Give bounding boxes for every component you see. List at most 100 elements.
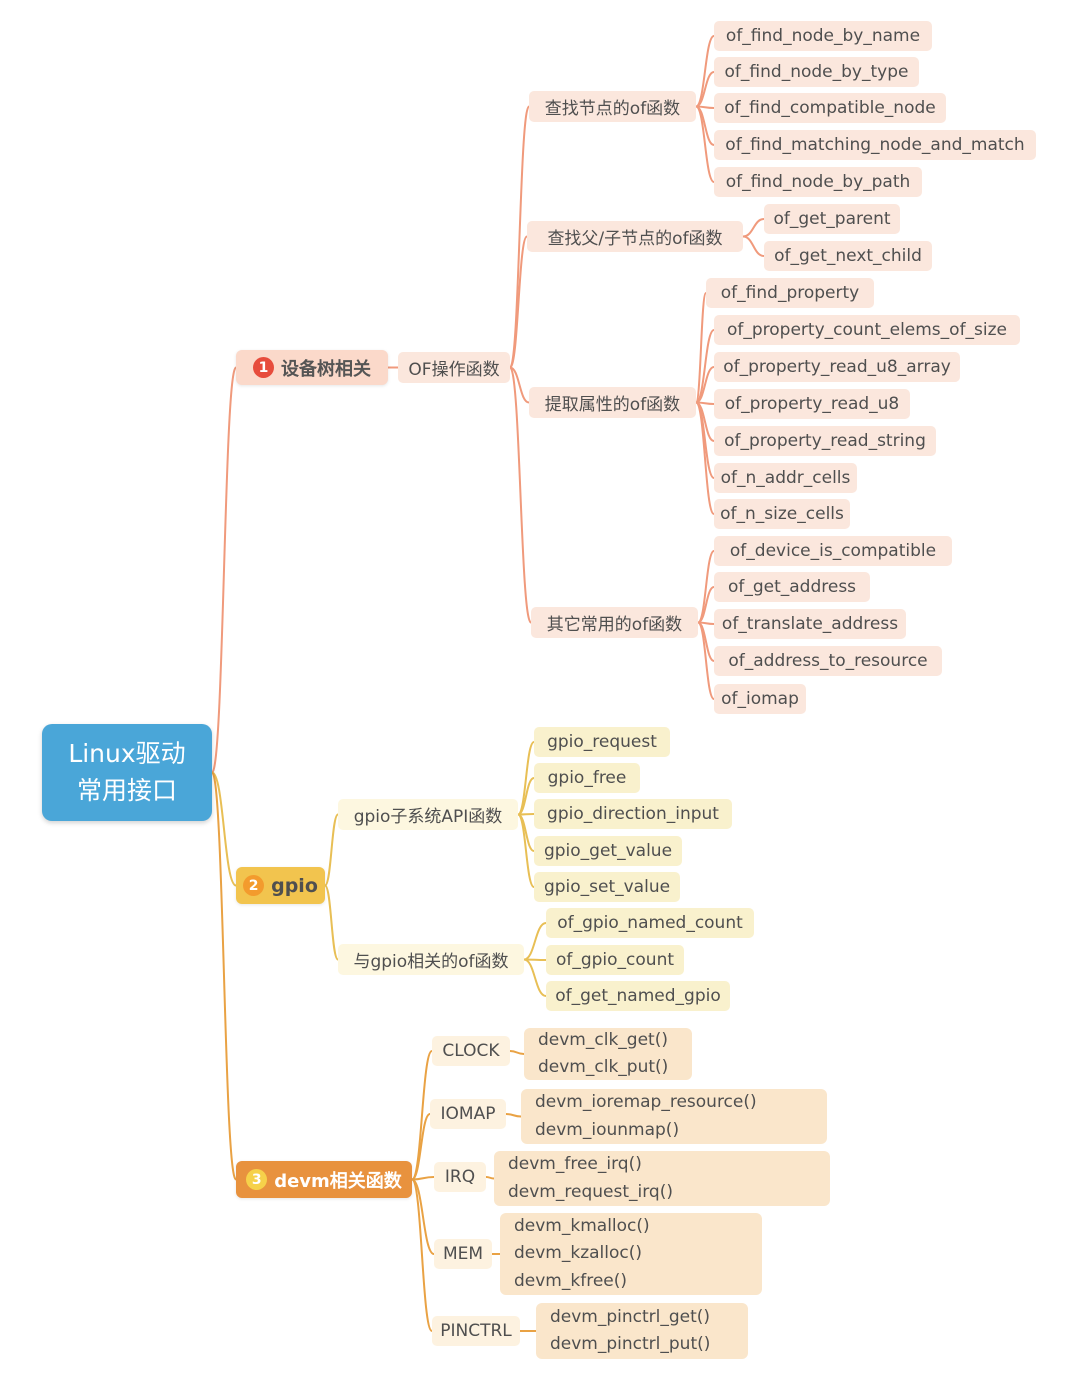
node-label: 与gpio相关的of函数	[353, 952, 509, 972]
edge-connector	[695, 71, 715, 108]
gpio-free[interactable]: gpio_free	[534, 763, 640, 793]
edge-connector	[523, 922, 547, 961]
node-label: of_find_compatible_node	[724, 98, 936, 118]
edge-connector	[695, 292, 707, 404]
of-get-named-gpio[interactable]: of_get_named_gpio	[546, 981, 730, 1011]
of-iomap[interactable]: of_iomap	[714, 684, 806, 714]
node-label: of_find_node_by_path	[725, 172, 911, 192]
node-label: IOMAP	[440, 1104, 496, 1124]
devm-iomap[interactable]: IOMAP	[430, 1099, 506, 1129]
gpio-subsystem-api[interactable]: gpio子系统API函数	[338, 799, 518, 830]
node-label-line: devm_kfree()	[514, 1270, 627, 1291]
of-property-count-elems-of-size[interactable]: of_property_count_elems_of_size	[714, 315, 1020, 345]
of-find-matching-node-and-match[interactable]: of_find_matching_node_and_match	[714, 130, 1036, 160]
node-label: OF操作函数	[408, 360, 500, 380]
node-label: gpio_get_value	[543, 841, 673, 861]
cat-other-common[interactable]: 其它常用的of函数	[531, 607, 698, 638]
node-label-line: 常用接口	[76, 775, 177, 805]
devm-irq[interactable]: IRQ	[434, 1162, 486, 1192]
gpio-get-value[interactable]: gpio_get_value	[534, 836, 682, 866]
edge-connector	[517, 777, 535, 816]
node-label: of_translate_address	[721, 614, 899, 634]
node-label-line: devm_clk_get()	[538, 1029, 668, 1050]
edge-connector	[517, 813, 535, 888]
of-n-size-cells[interactable]: of_n_size_cells	[714, 499, 850, 529]
devm-clock[interactable]: CLOCK	[432, 1036, 510, 1066]
branch-device-tree[interactable]: 1 设备树相关	[236, 350, 388, 385]
devm-clk-functions[interactable]: devm_clk_get() devm_clk_put()	[524, 1028, 692, 1080]
edge-connector	[509, 1050, 525, 1055]
edge-connector	[411, 1178, 435, 1255]
of-find-node-by-name[interactable]: of_find_node_by_name	[714, 21, 932, 51]
node-label: of_property_count_elems_of_size	[726, 320, 1008, 340]
node-label: gpio_request	[547, 732, 657, 752]
cat-parent-child[interactable]: 查找父/子节点的of函数	[527, 221, 743, 252]
node-label: 设备树相关	[281, 358, 371, 380]
cat-find-node[interactable]: 查找节点的of函数	[529, 91, 696, 122]
node-label: of_n_addr_cells	[720, 468, 851, 488]
node-label: devm_ioremap_resource()devm_iounmap()	[535, 1089, 757, 1143]
of-get-next-child[interactable]: of_get_next_child	[764, 241, 932, 271]
node-label: of_device_is_compatible	[729, 541, 937, 561]
gpio-set-value[interactable]: gpio_set_value	[534, 872, 680, 902]
devm-mem-functions[interactable]: devm_kmalloc()devm_kzalloc()devm_kfree()	[500, 1213, 762, 1295]
edge-connector	[742, 218, 765, 238]
gpio-of-functions[interactable]: 与gpio相关的of函数	[338, 944, 524, 975]
node-label: of_get_address	[727, 577, 857, 597]
of-find-node-by-path[interactable]: of_find_node_by_path	[714, 167, 922, 197]
node-label: PINCTRL	[440, 1321, 512, 1341]
node-label: of_find_node_by_name	[725, 26, 921, 46]
numbered-circle-icon: 1	[253, 357, 274, 378]
node-label: CLOCK	[442, 1041, 500, 1061]
of-property-read-string[interactable]: of_property_read_string	[714, 426, 936, 456]
edge-connector	[509, 366, 532, 624]
edge-connector	[509, 235, 528, 369]
of-gpio-count[interactable]: of_gpio_count	[546, 945, 684, 975]
node-label: devm_free_irq()devm_request_irq()	[508, 1151, 673, 1205]
edge-connector	[485, 1176, 495, 1180]
of-gpio-named-count[interactable]: of_gpio_named_count	[546, 908, 754, 938]
node-label: of_find_matching_node_and_match	[725, 135, 1025, 155]
devm-pinctrl-functions[interactable]: devm_pinctrl_get()devm_pinctrl_put()	[536, 1303, 748, 1359]
node-label: 提取属性的of函数	[544, 395, 681, 415]
devm-irq-functions[interactable]: devm_free_irq()devm_request_irq()	[494, 1151, 830, 1206]
node-label: of_address_to_resource	[728, 651, 928, 671]
node-label: of_find_node_by_type	[724, 62, 909, 82]
node-label-line: devm_clk_put()	[538, 1057, 669, 1077]
node-label: gpio_free	[547, 768, 627, 788]
node-label-line: devm_free_irq()	[508, 1154, 642, 1175]
edge-connector	[324, 813, 339, 887]
of-find-node-by-type[interactable]: of_find_node_by_type	[714, 57, 919, 87]
of-property-read-u8[interactable]: of_property_read_u8	[714, 389, 910, 419]
node-label: of_iomap	[721, 689, 799, 709]
cat-extract-property[interactable]: 提取属性的of函数	[529, 387, 696, 418]
of-get-address[interactable]: of_get_address	[714, 572, 870, 602]
of-translate-address[interactable]: of_translate_address	[714, 609, 906, 639]
of-address-to-resource[interactable]: of_address_to_resource	[714, 646, 942, 676]
of-device-is-compatible[interactable]: of_device_is_compatible	[714, 536, 952, 566]
of-find-property[interactable]: of_find_property	[706, 278, 874, 308]
edge-connector	[742, 235, 765, 257]
of-operations[interactable]: OF操作函数	[398, 352, 510, 383]
gpio-request[interactable]: gpio_request	[534, 727, 670, 757]
devm-pinctrl[interactable]: PINCTRL	[432, 1316, 520, 1346]
devm-mem[interactable]: MEM	[434, 1239, 492, 1269]
gpio-direction-input[interactable]: gpio_direction_input	[534, 799, 732, 829]
node-label: of_get_named_gpio	[555, 986, 721, 1006]
edge-connector	[211, 771, 237, 887]
node-label: of_gpio_count	[555, 950, 675, 970]
of-get-parent[interactable]: of_get_parent	[764, 204, 900, 234]
devm-ioremap-functions[interactable]: devm_ioremap_resource()devm_iounmap()	[521, 1089, 827, 1144]
of-property-read-u8-array[interactable]: of_property_read_u8_array	[714, 352, 960, 382]
edge-connector	[211, 366, 237, 774]
edge-connector	[523, 958, 547, 997]
of-n-addr-cells[interactable]: of_n_addr_cells	[714, 463, 857, 493]
edge-connector	[697, 621, 715, 700]
of-find-compatible-node[interactable]: of_find_compatible_node	[714, 93, 946, 123]
root-node[interactable]: Linux驱动常用接口	[42, 724, 212, 821]
node-label: of_n_size_cells	[720, 504, 844, 524]
edge-connector	[505, 1113, 522, 1118]
